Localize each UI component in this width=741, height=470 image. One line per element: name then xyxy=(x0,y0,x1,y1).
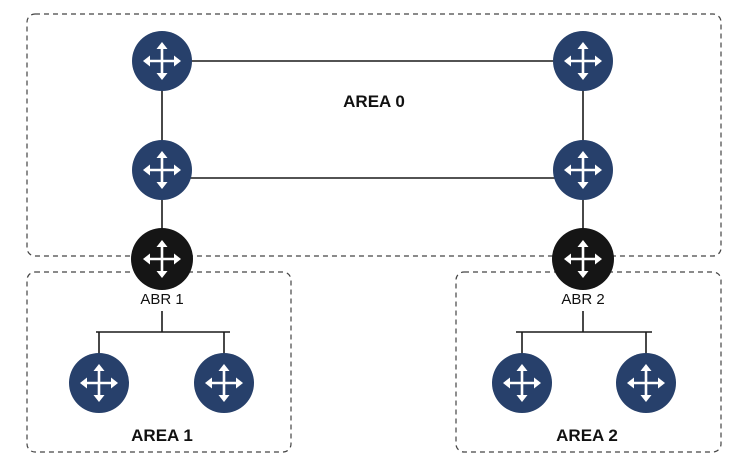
area-2-label: AREA 2 xyxy=(556,426,618,445)
router-icon xyxy=(492,353,552,413)
router-icon xyxy=(132,31,192,91)
abr-router-icon xyxy=(131,228,193,290)
abr-router-icon xyxy=(552,228,614,290)
abr-2-label: ABR 2 xyxy=(561,291,604,308)
router-icon xyxy=(553,140,613,200)
area-1-label: AREA 1 xyxy=(131,426,193,445)
router-icon xyxy=(132,140,192,200)
abr-1-label: ABR 1 xyxy=(140,291,183,308)
router-icon xyxy=(194,353,254,413)
router-icon xyxy=(616,353,676,413)
area-1-box xyxy=(26,271,292,453)
area-0-box xyxy=(26,13,722,257)
router-icon xyxy=(553,31,613,91)
area-2-box xyxy=(455,271,722,453)
area-0-label: AREA 0 xyxy=(343,92,405,111)
router-icon xyxy=(69,353,129,413)
